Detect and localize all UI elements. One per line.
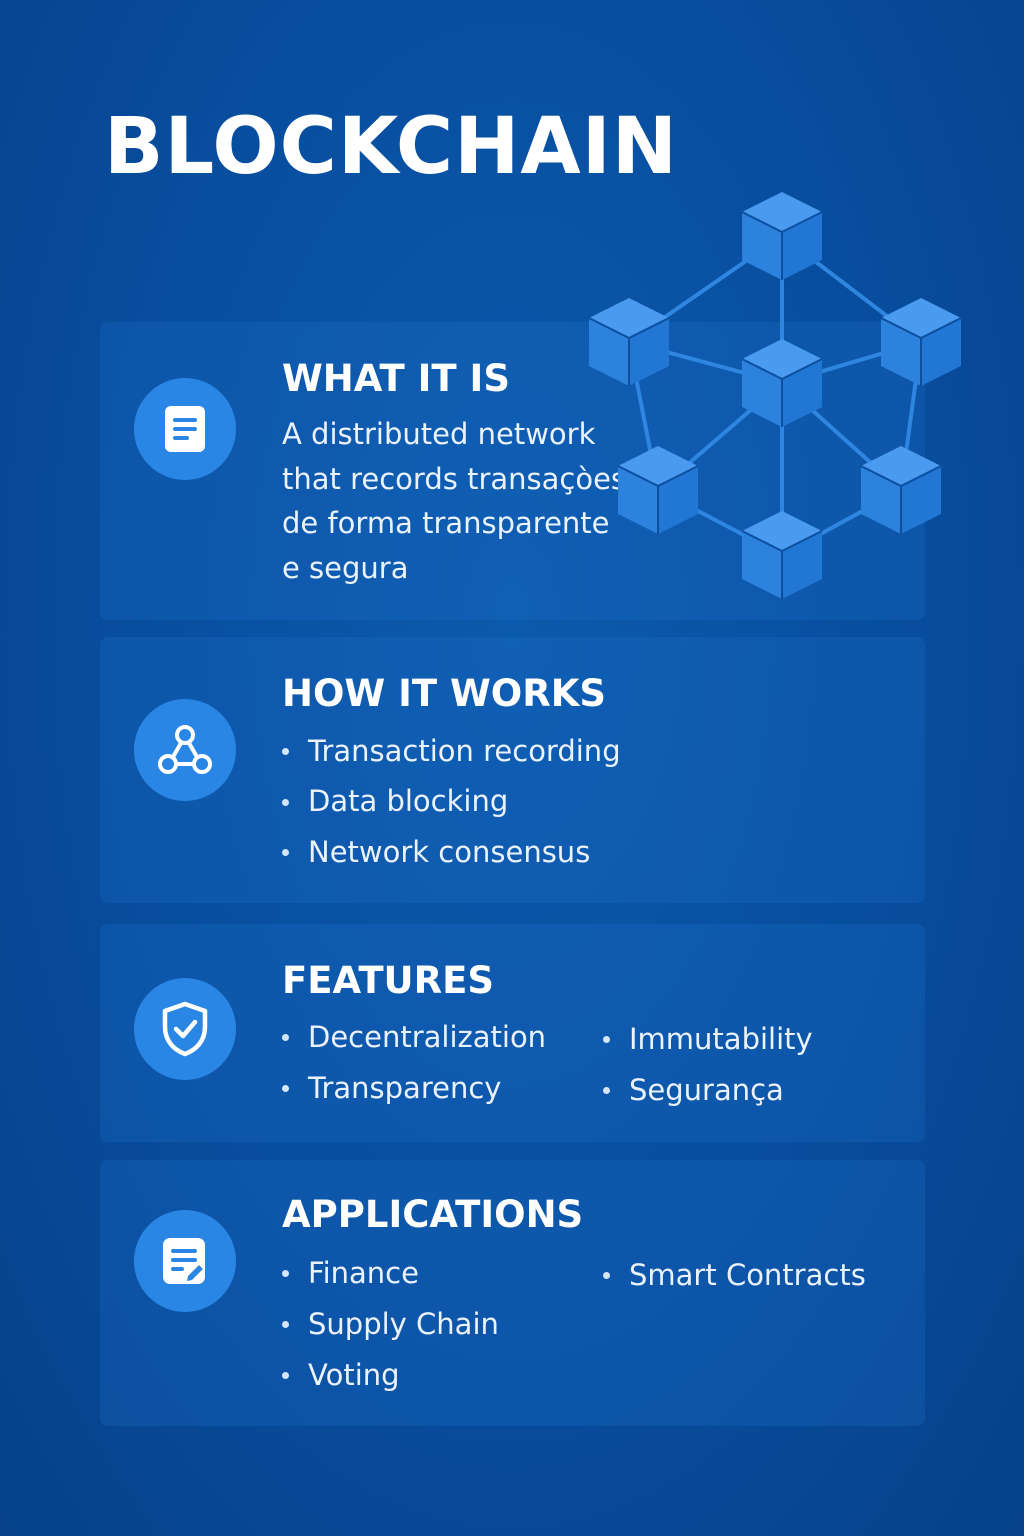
list-item: Supply Chain: [280, 1307, 499, 1342]
section-applications: APPLICATIONS Finance Supply Chain Voting…: [100, 1160, 925, 1426]
list-item: Decentralization: [280, 1020, 546, 1055]
bullet-list: Finance Supply Chain Voting: [280, 1256, 499, 1408]
list-item: Transaction recording: [280, 734, 621, 769]
description-line: A distributed network: [282, 417, 596, 451]
list-item: Immutability: [601, 1022, 813, 1057]
list-item: Data blocking: [280, 784, 621, 819]
bullet-list: Decentralization Transparency: [280, 1020, 546, 1122]
shield-check-icon: [134, 978, 236, 1080]
list-item: Voting: [280, 1358, 499, 1393]
list-item: Segurança: [601, 1073, 813, 1108]
block-cube: [880, 297, 962, 387]
description-line: that records transaçòes: [282, 461, 627, 496]
block-cube: [741, 510, 823, 600]
section-heading: WHAT IT IS: [282, 357, 510, 400]
bullet-list: Transaction recording Data blocking Netw…: [280, 734, 621, 885]
blockchain-network-icon: [588, 191, 962, 600]
list-item: Network consensus: [280, 835, 621, 870]
section-heading: APPLICATIONS: [282, 1193, 584, 1236]
section-description: A distributed network that records trans…: [282, 412, 672, 590]
block-cube: [741, 191, 823, 281]
document-icon: [134, 378, 236, 480]
bullet-list: Immutability Segurança: [601, 1022, 813, 1124]
list-item: Finance: [280, 1256, 499, 1291]
block-cube: [741, 338, 823, 428]
section-features: FEATURES Decentralization Transparency I…: [100, 924, 925, 1142]
edit-document-icon: [134, 1210, 236, 1312]
section-heading: FEATURES: [282, 959, 495, 1002]
block-cube: [617, 445, 699, 535]
list-item: Smart Contracts: [601, 1258, 866, 1293]
page-title: BLOCKCHAIN: [104, 102, 679, 192]
list-item: Transparency: [280, 1071, 546, 1106]
block-cube: [860, 445, 942, 535]
description-line: de forma transparente: [282, 506, 610, 540]
bullet-list: Smart Contracts: [601, 1258, 866, 1309]
description-line: e segura: [282, 550, 409, 585]
block-cube: [588, 297, 670, 387]
section-how-it-works: HOW IT WORKS Transaction recording Data …: [100, 637, 925, 903]
section-heading: HOW IT WORKS: [282, 672, 607, 715]
network-nodes-icon: [134, 699, 236, 801]
